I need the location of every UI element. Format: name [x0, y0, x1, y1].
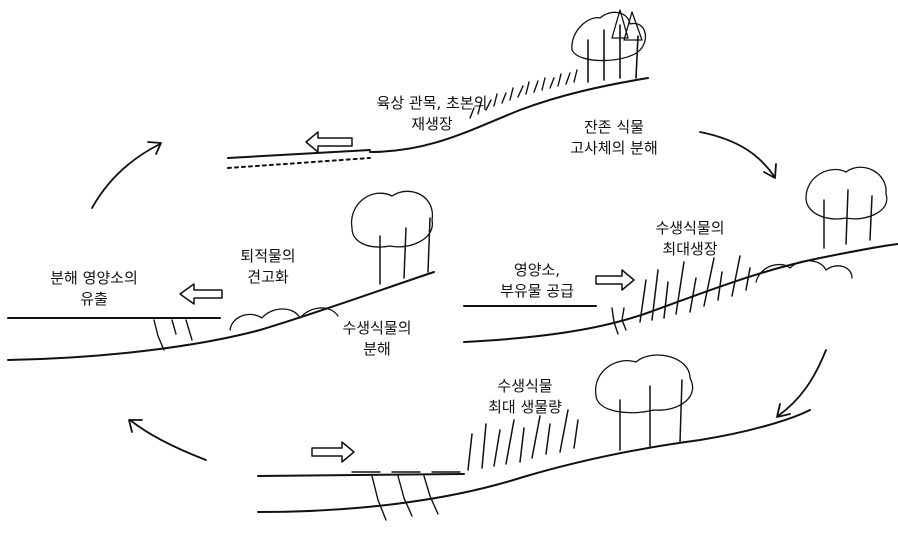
cycle-arrow-bottom-right	[777, 349, 827, 417]
panel-top	[227, 9, 649, 169]
roots	[611, 307, 627, 335]
shrub-cover	[755, 260, 853, 283]
slope-ground	[257, 409, 811, 513]
tree-group	[805, 166, 888, 249]
cycle-arrow-top-left	[91, 143, 161, 209]
panel-right	[463, 166, 898, 343]
arrow-left-top	[305, 131, 353, 153]
water-surface	[227, 149, 371, 159]
dry-bed	[227, 157, 371, 169]
label-nutrient-outflow: 분해 영양소의 유출	[50, 269, 138, 308]
roots	[153, 319, 193, 351]
slope-ground	[463, 243, 898, 343]
tree-group	[571, 9, 647, 83]
label-residue-decomposition: 잔존 식물 고사체의 분해	[570, 118, 658, 157]
label-aquatic-decomposition: 수생식물의 분해	[342, 319, 412, 358]
roots	[371, 475, 439, 521]
cycle-arrow-bottom-left	[129, 419, 207, 461]
panel-left	[7, 190, 435, 361]
label-max-biomass: 수생식물 최대 생물량	[488, 377, 562, 416]
shrub-cover	[229, 307, 339, 331]
arrow-left-mid	[179, 283, 223, 305]
cycle-arrows	[91, 131, 827, 461]
cycle-arrow-top-right	[699, 131, 775, 177]
grass-cover	[469, 69, 578, 119]
water-surface	[257, 473, 465, 477]
label-regrowth-shrubs: 육상 관목, 초본의 재생장	[376, 94, 488, 133]
label-sediment-consolidation: 퇴적물의 견고화	[240, 247, 296, 286]
panel-bottom	[257, 354, 811, 521]
slope-ground	[369, 77, 649, 153]
label-nutrient-supply: 영양소, 부유물 공급	[500, 261, 574, 300]
tree-group	[351, 190, 433, 285]
slope-ground	[7, 271, 435, 361]
arrow-right-bottom	[311, 441, 355, 463]
aquatic-reeds	[639, 255, 751, 323]
arrow-right-mid	[595, 269, 635, 291]
label-aquatic-max-growth: 수생식물의 최대생장	[655, 219, 725, 258]
aquatic-reeds	[467, 409, 579, 471]
tree-group	[595, 354, 694, 451]
